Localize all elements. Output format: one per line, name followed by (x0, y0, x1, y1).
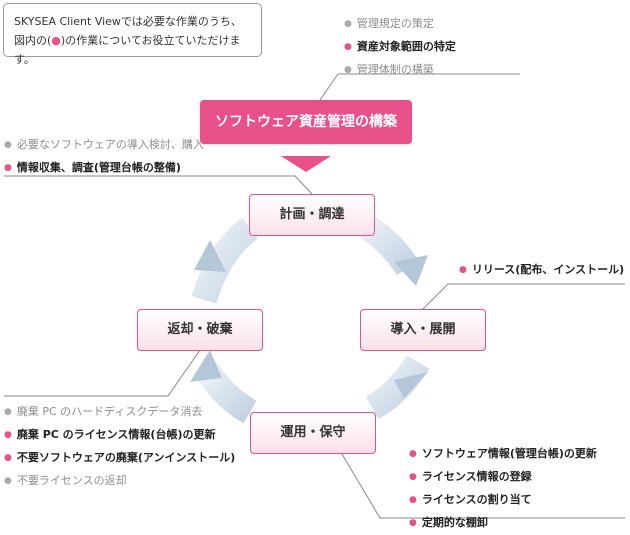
list-plan: 必要なソフトウェアの導入検討、購入 情報収集、調査(管理台帳の整備) (4, 134, 204, 180)
list-item: 管理体制の構築 (344, 59, 456, 82)
node-plan: 計画・調達 (249, 194, 375, 236)
list-item: ソフトウェア情報(管理台帳)の更新 (409, 443, 597, 466)
leader-top-right-diag (319, 73, 339, 101)
cycle-arrowhead-return (190, 350, 222, 382)
list-item: ライセンス情報の登録 (409, 466, 597, 489)
list-deploy: リリース(配布、インストール) (459, 259, 624, 282)
cycle-arc-deploy-operate (365, 355, 430, 420)
title-banner: ソフトウェア資産管理の構築 (200, 100, 412, 144)
cycle-arc-return-plan (191, 217, 259, 304)
leader-deploy (419, 283, 625, 313)
list-item: 不要ライセンスの返却 (4, 470, 235, 493)
list-item: 情報収集、調査(管理台帳の整備) (4, 157, 204, 180)
list-item: 必要なソフトウェアの導入検討、購入 (4, 134, 204, 157)
list-return: 廃棄 PC のハードディスクデータ消去 廃棄 PC のライセンス情報(台帳)の更… (4, 401, 235, 493)
node-operate: 運用・保守 (250, 412, 376, 454)
node-deploy: 導入・展開 (360, 309, 486, 351)
legend-note-line1: SKYSEA Client Viewでは必要な作業のうち、 (14, 15, 242, 28)
leader-return (4, 349, 201, 397)
list-item: 不要ソフトウェアの廃棄(アンインストール) (4, 447, 235, 470)
cycle-diagram (4, 73, 625, 519)
list-item: ライセンスの割り当て (409, 489, 597, 512)
node-return: 返却・破棄 (137, 309, 263, 351)
list-item: 廃棄 PC のライセンス情報(台帳)の更新 (4, 424, 235, 447)
list-item: 定期的な棚卸 (409, 512, 597, 535)
down-arrow-icon (281, 156, 331, 172)
legend-note: SKYSEA Client Viewでは必要な作業のうち、 図内の(●)の作業に… (3, 3, 262, 66)
legend-note-line2: 図内の(●)の作業についてお役立ていただけます。 (14, 31, 251, 69)
list-top-right: 管理規定の策定 資産対象範囲の特定 管理体制の構築 (344, 13, 456, 82)
cycle-arrowhead-operate (394, 372, 428, 398)
list-operate: ソフトウェア情報(管理台帳)の更新 ライセンス情報の登録 ライセンスの割り当て … (409, 443, 597, 535)
cycle-arrowhead-plan (194, 240, 226, 272)
legend-note-suffix: )の作業についてお役立ていただけます。 (14, 34, 241, 66)
list-item: リリース(配布、インストール) (459, 259, 624, 282)
list-item: 廃棄 PC のハードディスクデータ消去 (4, 401, 235, 424)
cycle-arrowhead-deploy (394, 255, 428, 286)
list-item: 管理規定の策定 (344, 13, 456, 36)
pink-dot-icon: ● (51, 34, 61, 47)
legend-note-prefix: 図内の( (14, 34, 52, 47)
list-item: 資産対象範囲の特定 (344, 36, 456, 59)
